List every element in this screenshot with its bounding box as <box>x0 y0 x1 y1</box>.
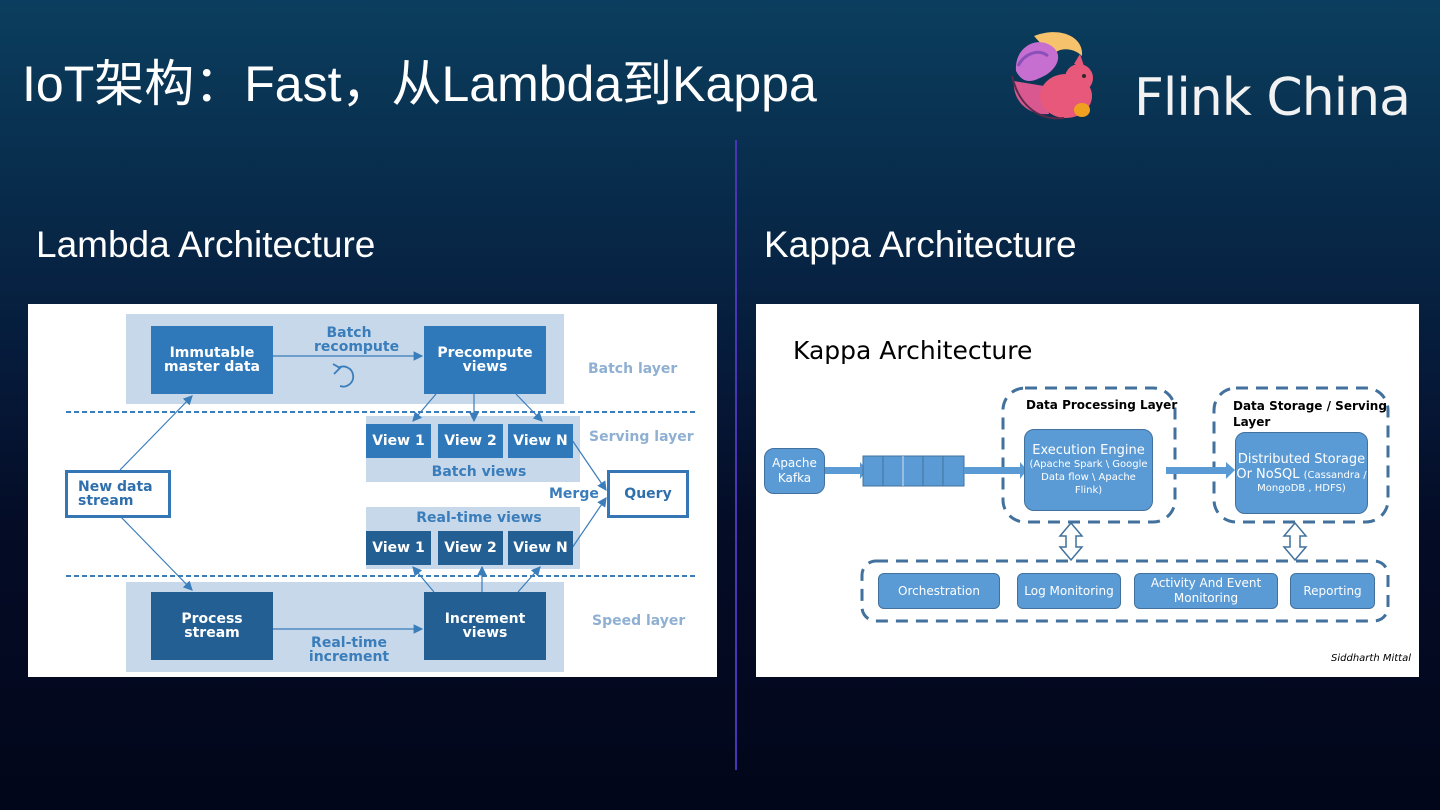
storage-detail-line: MongoDB , HDFS) <box>1257 482 1346 494</box>
log-monitoring-box: Log Monitoring <box>1017 573 1121 609</box>
speed-layer-label: Speed layer <box>592 613 686 629</box>
flink-china-logo: Flink China <box>1004 26 1411 128</box>
orchestration-box: Orchestration <box>878 573 1000 609</box>
apache-kafka-box: Apache Kafka <box>764 448 825 494</box>
author-credit: Siddharth Mittal <box>1331 653 1411 664</box>
message-queue-icon <box>862 455 965 487</box>
storage-layer-container <box>1212 386 1390 524</box>
recompute-cycle-icon <box>337 365 355 388</box>
bidirectional-arrow-processing <box>1058 521 1084 562</box>
engine-detail-line: (Apache Spark \ Google <box>1029 459 1148 470</box>
lambda-section-title: Lambda Architecture <box>36 224 376 265</box>
box-label-line: New data <box>78 479 153 495</box>
label-line: Batch <box>326 325 372 341</box>
storage-title-line: Distributed Storage <box>1237 451 1366 467</box>
box-label-line: views <box>462 359 508 375</box>
label-line: Data Storage / Serving <box>1233 399 1387 413</box>
batch-views-label: Batch views <box>431 464 527 480</box>
kappa-diagram: Kappa Architecture Apache Kafka Data Pro… <box>756 304 1419 677</box>
processing-layer-container <box>1001 386 1177 524</box>
support-services-container <box>860 559 1390 623</box>
realtime-views-label: Real-time views <box>416 510 542 526</box>
logo-text: Flink China <box>1134 68 1411 128</box>
bidirectional-arrow-storage <box>1282 521 1308 562</box>
immutable-master-data-box: Immutable master data <box>151 326 273 394</box>
storage-layer-label: Data Storage / Serving Layer <box>1233 398 1387 430</box>
distributed-storage-box: Distributed Storage Or NoSQL (Cassandra … <box>1235 432 1368 514</box>
box-label-line: Apache <box>772 456 817 470</box>
box-label-line: Increment <box>444 611 526 627</box>
arrow-to-batch-view-1 <box>412 393 437 422</box>
execution-engine-box: Execution Engine (Apache Spark \ Google … <box>1024 429 1153 511</box>
box-label-line: Monitoring <box>1173 591 1239 605</box>
batch-view-2: View 2 <box>438 424 503 458</box>
reporting-box: Reporting <box>1290 573 1375 609</box>
new-data-stream-box: New data stream <box>65 470 171 518</box>
engine-detail-line: Data flow \ Apache <box>1041 472 1136 483</box>
realtime-view-n: View N <box>508 531 573 565</box>
kappa-diagram-title: Kappa Architecture <box>793 336 1033 365</box>
storage-detail-inline: (Cassandra / <box>1303 469 1367 481</box>
lambda-diagram: Immutable master data Batch recompute Pr… <box>28 304 717 677</box>
box-label-line: Process <box>181 611 243 627</box>
kappa-section-title: Kappa Architecture <box>764 224 1077 265</box>
query-box: Query <box>607 470 689 518</box>
arrow-to-rt-view-n <box>517 566 541 593</box>
serving-layer-label: Serving layer <box>589 429 694 445</box>
increment-views-box: Increment views <box>424 592 546 660</box>
box-label-line: Immutable <box>169 345 255 361</box>
box-label-line: views <box>462 625 508 641</box>
arrow-to-process-stream <box>119 515 193 591</box>
box-label-line: Activity And Event <box>1150 576 1262 590</box>
label-line: Real-time <box>311 635 387 651</box>
arrow-to-master-data <box>119 395 193 471</box>
batch-view-n: View N <box>508 424 573 458</box>
label-line: Layer <box>1233 415 1271 429</box>
engine-title: Execution Engine <box>1032 443 1145 458</box>
precompute-views-box: Precompute views <box>424 326 546 394</box>
label-line: recompute <box>314 339 400 355</box>
vertical-divider <box>735 140 737 770</box>
activity-event-monitoring-box: Activity And Event Monitoring <box>1134 573 1278 609</box>
arrow-queue-to-engine <box>1020 462 1027 479</box>
squirrel-logo-icon <box>1011 32 1093 120</box>
arrow-to-rt-view-1 <box>412 566 435 593</box>
box-label-line: stream <box>184 625 240 641</box>
realtime-view-1: View 1 <box>366 531 431 565</box>
kappa-connectors <box>825 386 1390 623</box>
box-label-line: Orchestration <box>898 583 980 598</box>
slide-title: IoT架构：Fast，从Lambda到Kappa <box>22 56 817 112</box>
arrow-realtime-merge <box>571 497 607 549</box>
lambda-connectors <box>66 351 696 634</box>
batch-layer-label: Batch layer <box>588 361 678 377</box>
label-line: increment <box>308 649 390 665</box>
box-label-line: Reporting <box>1303 583 1362 598</box>
process-stream-box: Process stream <box>151 592 273 660</box>
box-label-line: Log Monitoring <box>1024 583 1114 598</box>
storage-title-line: Or NoSQL <box>1236 466 1300 482</box>
arrow-to-batch-view-n <box>515 393 543 422</box>
realtime-view-2: View 2 <box>438 531 503 565</box>
processing-layer-label: Data Processing Layer <box>1026 398 1178 412</box>
arrow-engine-to-storage <box>1226 462 1235 479</box>
realtime-increment-label: Real-time increment <box>308 636 390 664</box>
batch-recompute-label: Batch recompute <box>314 325 400 355</box>
box-label-line: Precompute <box>437 345 533 361</box>
arrow-batch-merge <box>571 439 607 491</box>
merge-label: Merge <box>549 486 599 502</box>
engine-detail-line: Flink) <box>1074 485 1103 496</box>
box-label-line: stream <box>78 493 134 509</box>
box-label-line: master data <box>164 359 260 375</box>
box-label-line: Kafka <box>777 471 812 485</box>
batch-view-1: View 1 <box>366 424 431 458</box>
